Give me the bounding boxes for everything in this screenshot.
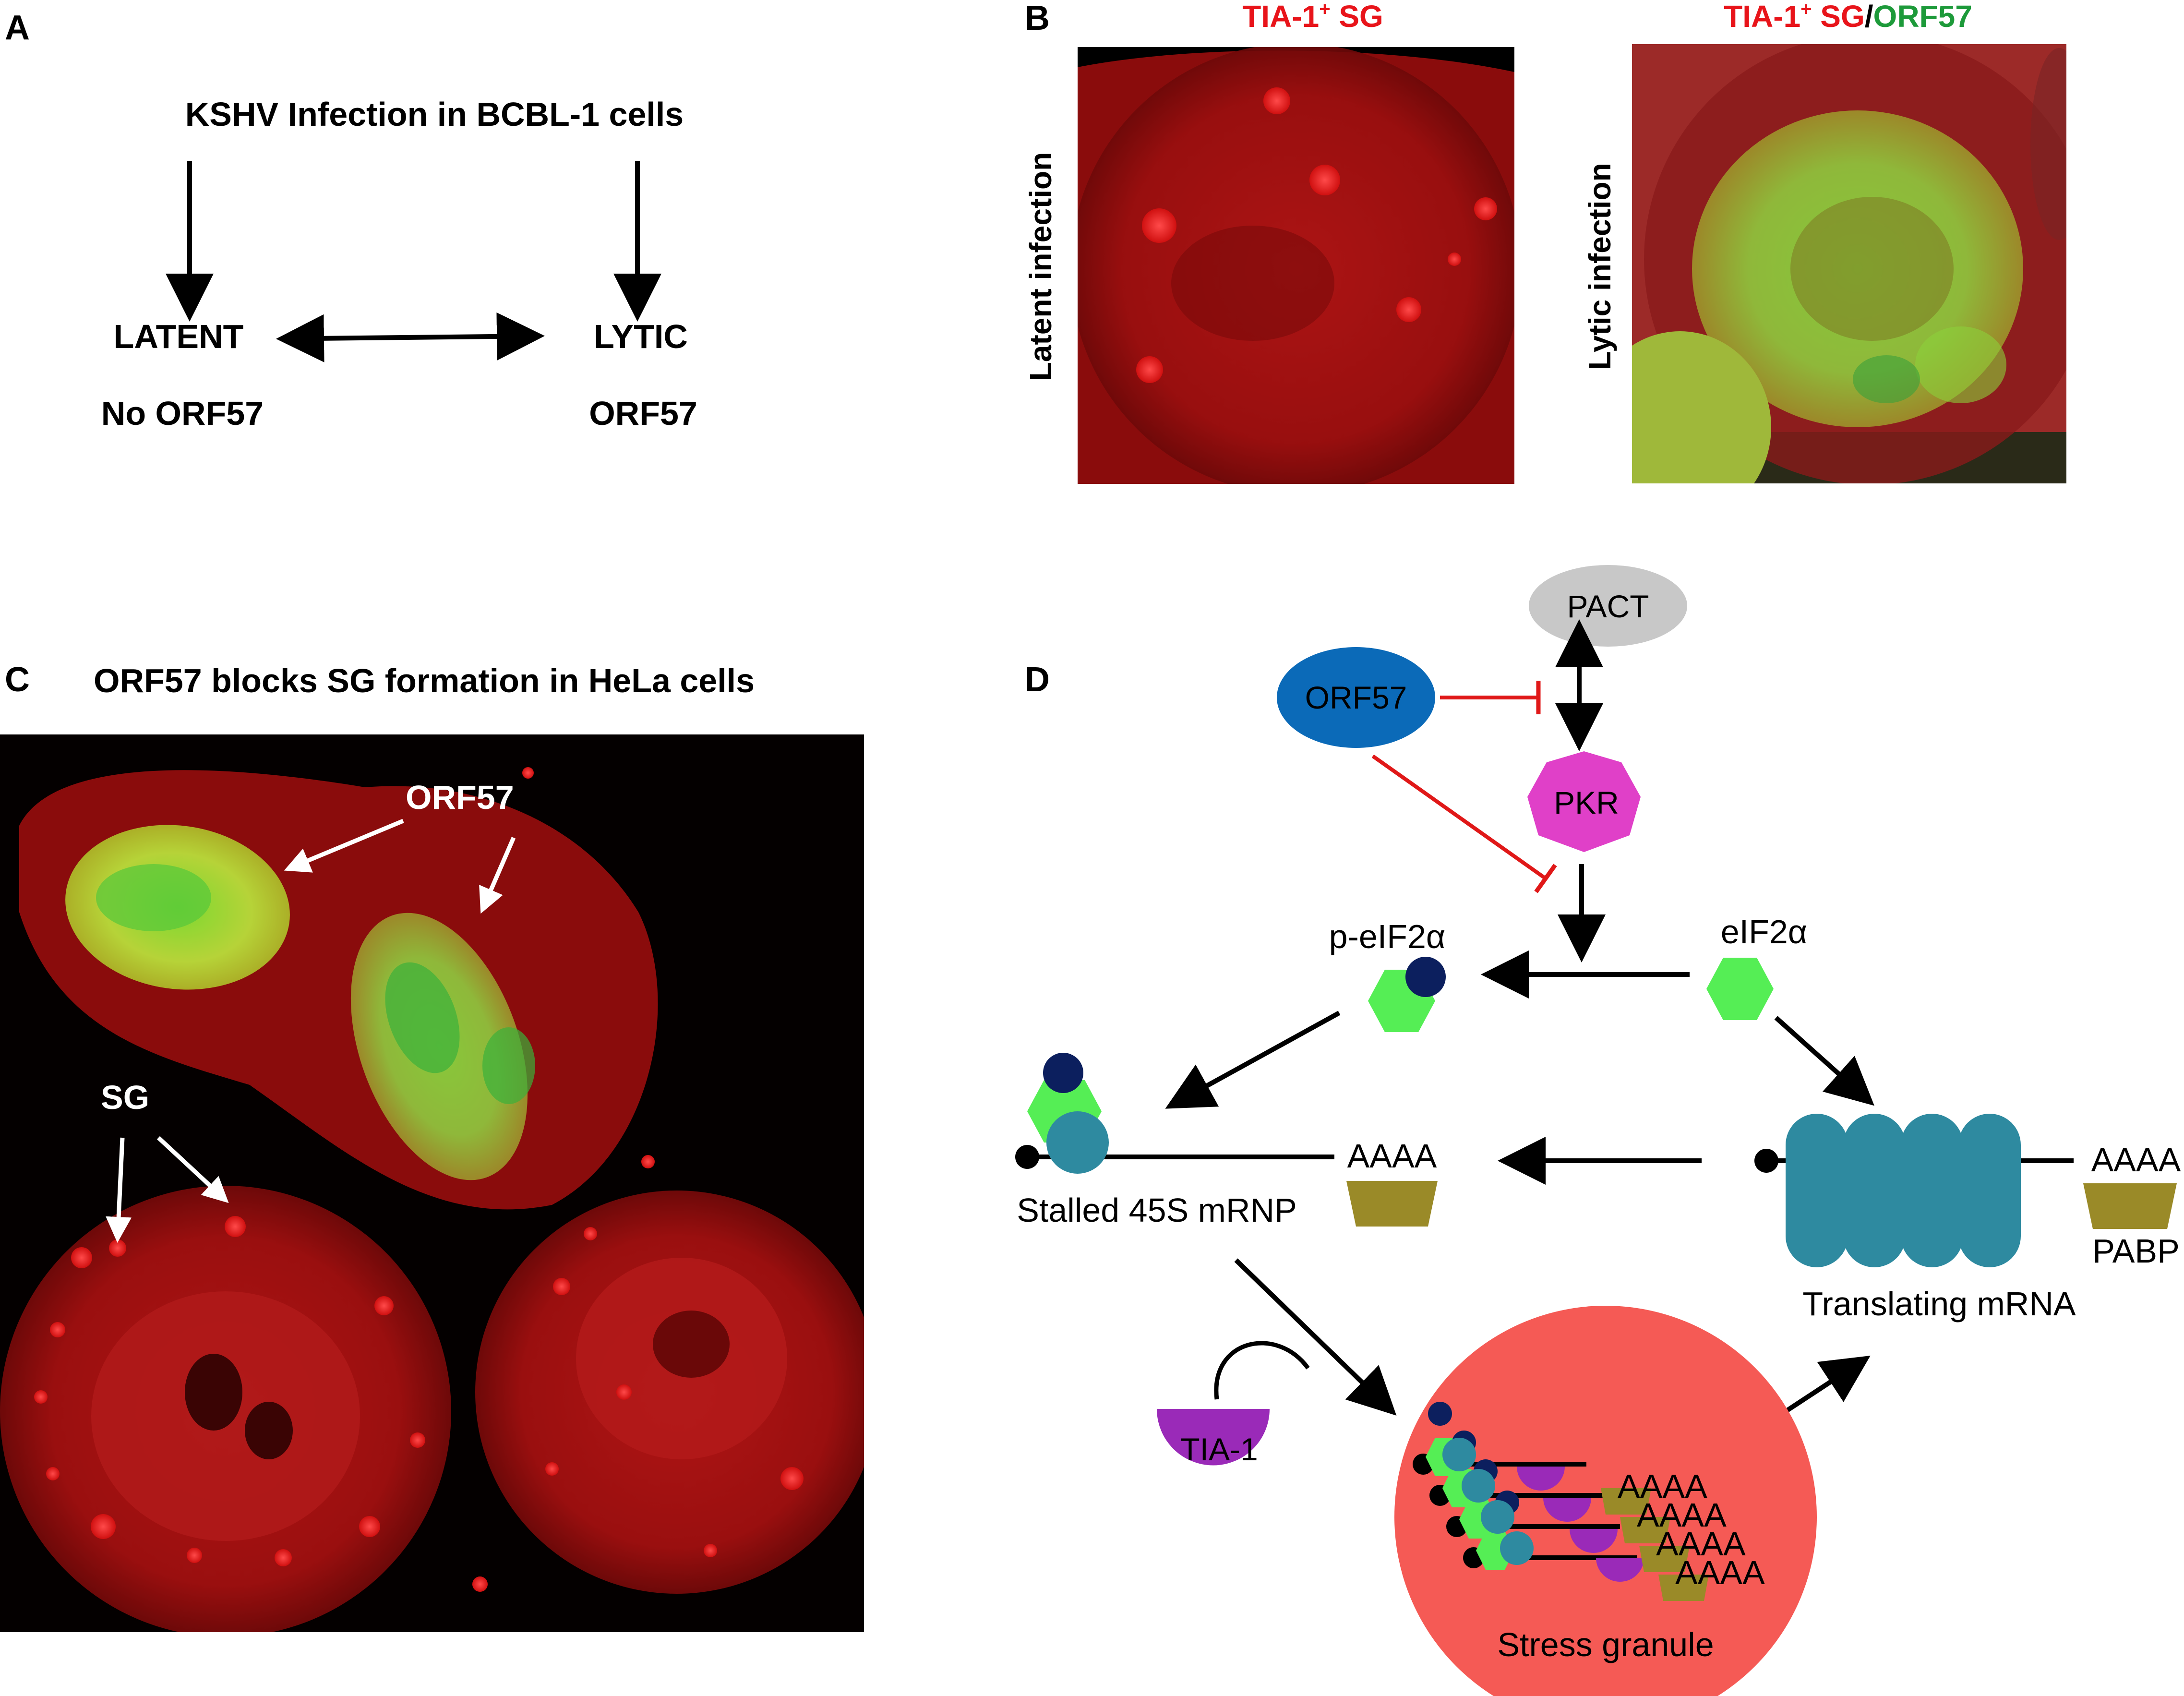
- cap-icon: [1015, 1145, 1039, 1169]
- sg-aaaa-label: AAAA: [1675, 1554, 1765, 1591]
- tia1-label: TIA-1: [1180, 1431, 1258, 1467]
- panel-letter-d: D: [1025, 661, 1050, 699]
- cap-icon: [1754, 1149, 1778, 1173]
- micrograph-latent: [1078, 47, 1514, 484]
- translating-mrna-label: Translating mRNA: [1802, 1285, 2076, 1323]
- sg-mrnp-stack: AAAA AAAA AAAA AAAA: [1413, 1402, 1765, 1601]
- sg-aaaa-label: AAAA: [1656, 1525, 1746, 1563]
- arrow-icon: [1214, 1341, 1310, 1400]
- latent-infection-label: Latent infection: [1023, 152, 1058, 381]
- inhibition-icon: [1371, 754, 1547, 880]
- aaaa-left-label: AAAA: [1347, 1137, 1437, 1175]
- aaaa-right-label: AAAA: [2091, 1141, 2181, 1179]
- pabp-icon: [2083, 1183, 2177, 1229]
- micrograph-hela: [0, 734, 864, 1632]
- arrow-icon: [1774, 1016, 1874, 1106]
- orf57-node: [1277, 647, 1435, 748]
- stalled-mrnp-label: Stalled 45S mRNP: [1017, 1191, 1297, 1229]
- sg-aaaa-label: AAAA: [1637, 1496, 1727, 1534]
- lytic-sub-label: ORF57: [589, 395, 697, 432]
- lytic-infection-label: Lytic infection: [1583, 163, 1617, 370]
- tia1-node: [1157, 1409, 1270, 1466]
- pkr-label: PKR: [1554, 785, 1619, 820]
- eif2a-node: [1706, 958, 1774, 1020]
- orf57-label: ORF57: [406, 779, 514, 816]
- pabp-icon: [1346, 1181, 1438, 1227]
- phosphate-icon: [1405, 957, 1446, 997]
- micro-image-1-title: TIA-1+ SG: [1242, 0, 1383, 34]
- pabp-label: PABP: [2092, 1232, 2180, 1270]
- sg-aaaa-label: AAAA: [1618, 1467, 1707, 1505]
- pkr-node: [1527, 751, 1641, 852]
- arrow-icon: [276, 312, 545, 362]
- panel-letter-c: C: [5, 661, 30, 699]
- stalled-mrnp: AAAA Stalled 45S mRNP: [1015, 1053, 1438, 1229]
- arrow-icon: [479, 837, 516, 914]
- panel-d: D PACT ORF57 PKR p-eIF2α eIF2α: [1015, 565, 2181, 1696]
- ribosome-icon: [1786, 1114, 2021, 1267]
- latent-sub-label: No ORF57: [101, 395, 264, 432]
- sg-label: SG: [101, 1079, 149, 1116]
- arrow-icon: [284, 818, 404, 873]
- pact-label: PACT: [1567, 589, 1649, 624]
- micrograph-lytic: [1632, 44, 2066, 483]
- panel-a: A KSHV Infection in BCBL-1 cells LATENT …: [5, 9, 697, 432]
- arrow-icon: [1777, 1356, 1871, 1419]
- translating-mrna: AAAA PABP Translating mRNA: [1754, 1114, 2181, 1323]
- eif2a-label: eIF2α: [1721, 913, 1808, 950]
- panel-c-title: ORF57 blocks SG formation in HeLa cells: [94, 662, 755, 699]
- ribosome-icon: [1046, 1111, 1109, 1174]
- orf57-node-label: ORF57: [1305, 680, 1407, 715]
- stress-granule-label: Stress granule: [1497, 1626, 1714, 1663]
- panel-letter-b: B: [1025, 0, 1050, 37]
- panel-a-title: KSHV Infection in BCBL-1 cells: [185, 96, 684, 133]
- panel-letter-a: A: [5, 9, 30, 47]
- arrow-icon: [106, 1137, 132, 1243]
- lytic-label: LYTIC: [594, 318, 688, 355]
- arrow-icon: [1234, 1258, 1397, 1416]
- latent-label: LATENT: [114, 318, 244, 355]
- panel-b: B TIA-1+ SG TIA-1+ SG/ORF57 Latent infec…: [1023, 0, 2066, 484]
- p-eif2a-label: p-eIF2α: [1329, 918, 1446, 955]
- micro-image-2-title: TIA-1+ SG/ORF57: [1724, 0, 1972, 34]
- arrow-icon: [1165, 1010, 1341, 1109]
- panel-c: C ORF57 blocks SG formation in HeLa cell…: [0, 661, 864, 1632]
- stress-granule: AAAA AAAA AAAA AAAA Stress granule: [1394, 1306, 1817, 1696]
- arrow-icon: [156, 1136, 229, 1203]
- stress-granule-dots: [34, 767, 804, 1592]
